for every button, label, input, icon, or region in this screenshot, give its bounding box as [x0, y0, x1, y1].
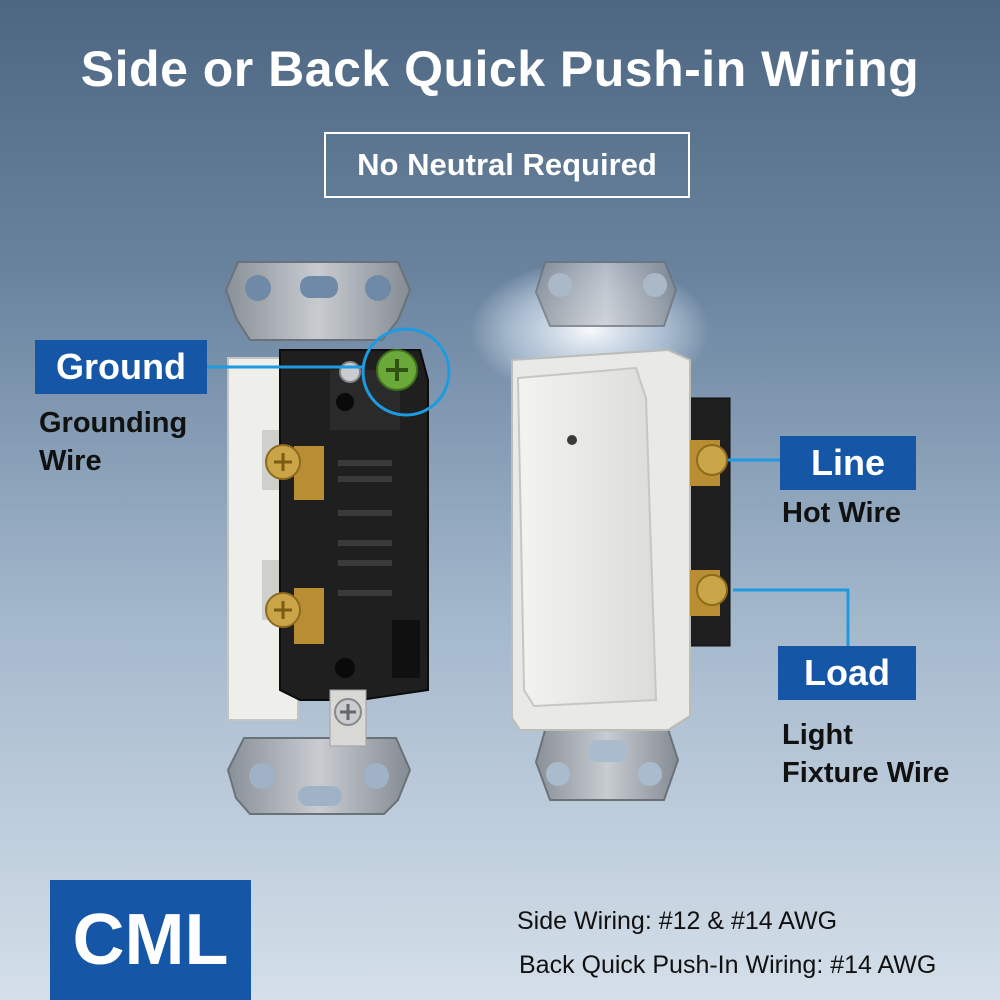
- subtitle-badge: No Neutral Required: [324, 132, 690, 198]
- left-top-yoke: [224, 261, 412, 341]
- ground-description-line: Wire: [39, 445, 102, 477]
- led-indicator: [567, 435, 577, 445]
- load-description-line: Light: [782, 719, 853, 751]
- ground-highlight-circle: [361, 327, 451, 417]
- ground-description: Grounding Wire: [39, 404, 239, 480]
- side-wiring-spec: Side Wiring: #12 & #14 AWG: [517, 907, 838, 935]
- left-switch-back-view: [224, 261, 451, 815]
- ground-description-line: Grounding: [39, 407, 188, 439]
- brand-logo: CML: [50, 880, 251, 1000]
- line-description: Hot Wire: [782, 494, 982, 532]
- page-title: Side or Back Quick Push-in Wiring: [80, 41, 920, 97]
- back-wiring-spec: Back Quick Push-In Wiring: #14 AWG: [519, 951, 937, 979]
- load-description: Light Fixture Wire: [782, 716, 992, 792]
- load-description-line: Fixture Wire: [782, 757, 950, 789]
- line-label: Line: [780, 436, 916, 490]
- rocker-paddle: [516, 366, 658, 708]
- left-brass-screw-top: [265, 444, 324, 500]
- left-bottom-yoke: [226, 737, 412, 815]
- line-description-line: Hot Wire: [782, 497, 901, 529]
- load-label: Load: [778, 646, 916, 700]
- right-switch-front-view: [470, 260, 731, 801]
- load-terminal-screw: [690, 570, 728, 616]
- left-brass-screw-bottom: [265, 588, 324, 644]
- ground-screw: [376, 349, 418, 391]
- load-callout-line: [733, 588, 850, 646]
- ground-label: Ground: [35, 340, 207, 394]
- line-terminal-screw: [690, 440, 728, 486]
